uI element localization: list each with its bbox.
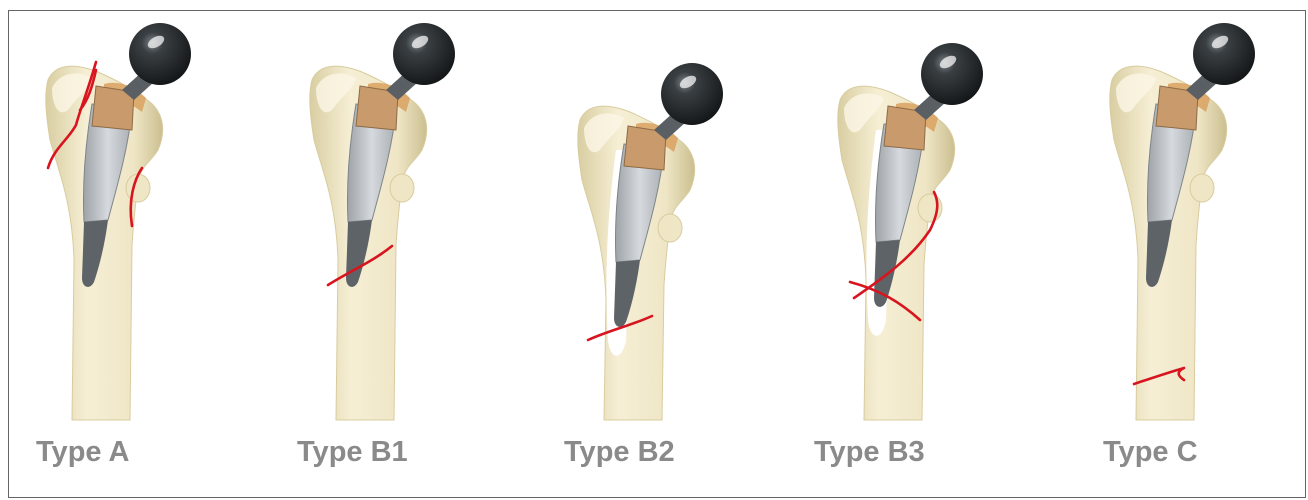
femur-panel-type-a: [46, 23, 191, 420]
lesser-trochanter: [658, 214, 682, 242]
prosthesis-head: [661, 63, 723, 125]
lesser-trochanter: [1190, 174, 1214, 202]
label-type-c: Type C: [1103, 436, 1198, 469]
lesser-trochanter: [126, 174, 150, 202]
femur-panel-type-c: [1110, 23, 1255, 420]
label-type-b3: Type B3: [814, 436, 925, 469]
femur-panel-type-b2: [578, 63, 723, 420]
label-type-b1: Type B1: [297, 436, 408, 469]
prosthesis-head: [1193, 23, 1255, 85]
prosthesis-head: [393, 23, 455, 85]
label-type-a: Type A: [36, 436, 129, 469]
prosthesis-head: [129, 23, 191, 85]
femur-panel-type-b1: [310, 23, 455, 420]
lesser-trochanter: [390, 174, 414, 202]
femur-panel-type-b3: [838, 43, 983, 420]
prosthesis-head: [921, 43, 983, 105]
label-type-b2: Type B2: [564, 436, 675, 469]
